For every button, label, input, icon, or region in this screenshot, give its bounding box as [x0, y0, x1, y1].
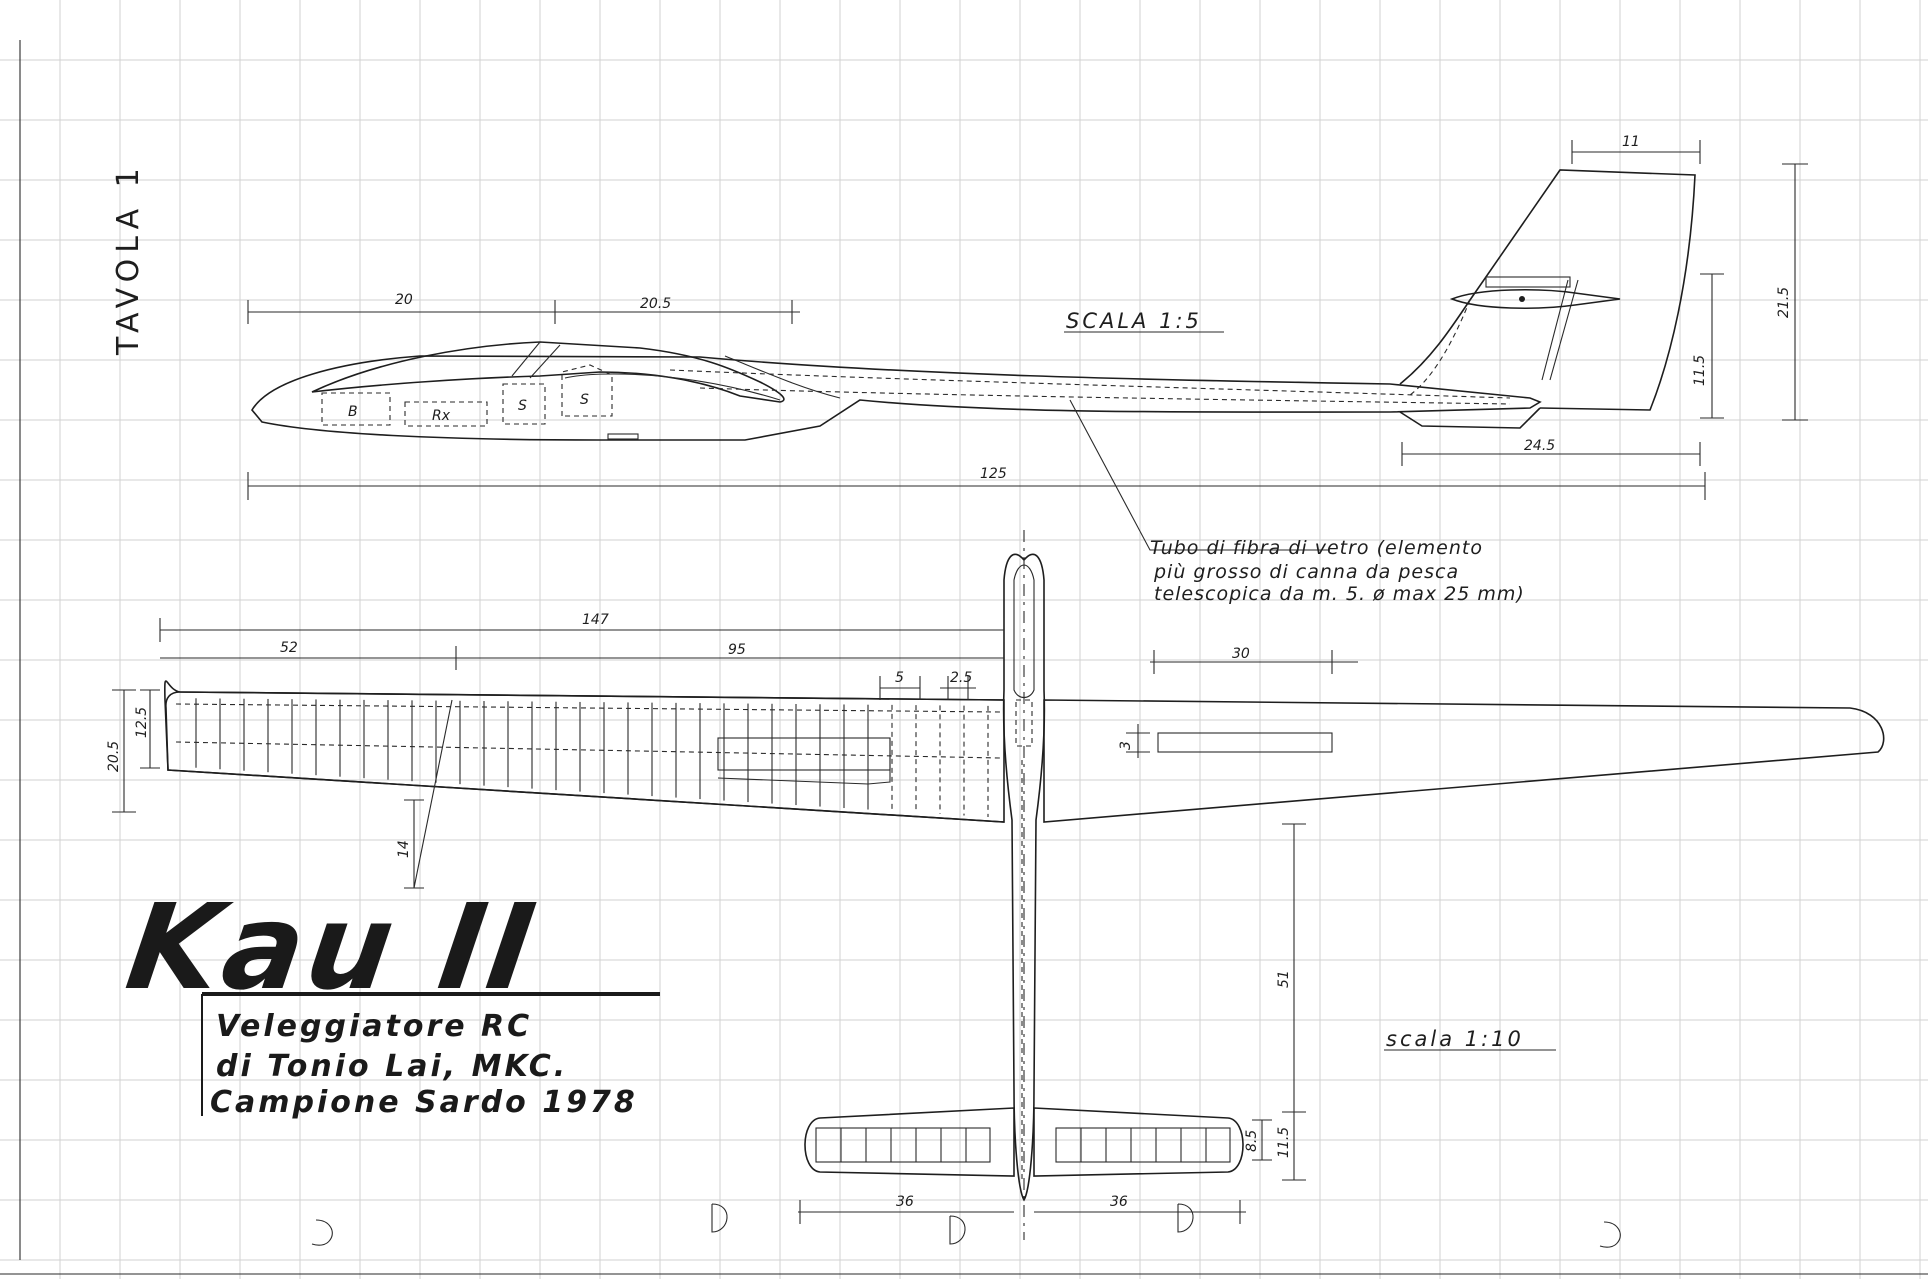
side-view: B Rx S S 20 20.5 125	[247, 134, 1808, 551]
dim-stab-right: 36	[1110, 1194, 1128, 1210]
fuselage-side-outline	[251, 355, 1542, 441]
dim-half-span: 147	[582, 612, 609, 628]
stab-left-ribs-frame	[815, 1127, 991, 1163]
dim-rudder: 11.5	[1692, 355, 1708, 386]
skid	[607, 433, 639, 440]
dim-cabin: 20.5	[640, 296, 671, 312]
canopy-plan	[1013, 564, 1035, 699]
right-spoiler	[1157, 732, 1333, 753]
title-line-1: Veleggiatore RC	[216, 1009, 532, 1044]
left-wing-spars	[175, 703, 1001, 759]
scale-plan-label: scala 1:10	[1386, 1027, 1524, 1051]
note-line-1: Tubo di fibra di vetro (elemento	[1150, 537, 1483, 559]
right-wing-outline	[1043, 699, 1885, 823]
dim-root-chord: 20.5	[106, 741, 122, 772]
dim-spoiler-width: 3	[1118, 741, 1134, 750]
stab-left	[804, 1107, 1015, 1177]
plan-dimensions: 147 52 95 5 2.5 30 3 20.5	[106, 612, 1358, 1224]
vertical-fin	[1399, 169, 1696, 411]
wing-root-fairing	[564, 373, 781, 401]
wing-root-line	[724, 355, 841, 399]
left-spoiler	[717, 737, 891, 771]
note-line-3: telescopica da m. 5. ø max 25 mm)	[1154, 583, 1525, 605]
left-aileron-line	[717, 738, 891, 785]
servo-compartment-2	[561, 364, 613, 417]
rudder-hinge	[1541, 279, 1579, 381]
dim-spar1: 5	[895, 670, 904, 686]
fin-top-fairing	[1485, 276, 1571, 288]
dim-elevator: 8.5	[1244, 1130, 1260, 1152]
battery-compartment	[321, 392, 391, 426]
dim-fin-height: 21.5	[1776, 287, 1792, 318]
left-wing-ribs	[195, 698, 989, 818]
receiver-compartment	[404, 401, 488, 427]
pushrod-upper	[669, 369, 1511, 399]
servo-compartment-1	[502, 383, 546, 425]
dim-dihedral: 14	[396, 840, 412, 858]
dim-tip-chord: 12.5	[134, 707, 150, 738]
title-line-2: di Tonio Lai, MKC.	[216, 1049, 568, 1084]
servo-label-2: S	[580, 392, 589, 408]
battery-label: B	[348, 404, 358, 420]
hole-marks	[311, 1203, 1621, 1248]
dim-stab-left: 36	[896, 1194, 914, 1210]
side-dimensions: 20 20.5 125 11 21.5 11.5 24.5	[247, 134, 1808, 500]
stabilizer-side	[1449, 288, 1621, 310]
canopy-frame	[511, 341, 541, 377]
dim-spar2: 2.5	[950, 670, 972, 686]
left-wing	[163, 680, 1005, 823]
pushrod-lower	[699, 387, 1511, 405]
stab-right-ribs-frame	[1055, 1127, 1231, 1163]
servo-label-1: S	[518, 398, 527, 414]
dim-tip-panel: 52	[280, 640, 298, 656]
left-wing-outline	[165, 691, 1005, 823]
title-line-3: Campione Sardo 1978	[210, 1085, 638, 1120]
stabilizer-pivot	[1519, 296, 1525, 302]
dim-length: 125	[980, 466, 1007, 482]
receiver-label: Rx	[432, 408, 451, 424]
stab-ribs	[840, 1128, 1207, 1162]
fin-pushrod	[1409, 299, 1471, 396]
tavola-label: TAVOLA 1	[111, 162, 146, 356]
note-line-2: più grosso di canna da pesca	[1153, 561, 1459, 583]
canopy-frame-2	[529, 344, 561, 379]
fuselage-bay-plan	[1015, 699, 1033, 747]
plan-view: 147 52 95 5 2.5 30 3 20.5	[106, 530, 1885, 1240]
note-leader	[1069, 399, 1330, 551]
dim-nose: 20	[395, 292, 413, 308]
dim-spoiler: 30	[1232, 646, 1250, 662]
stab-right	[1033, 1107, 1244, 1177]
dim-fin-top: 11	[1622, 134, 1640, 150]
title-block: Kau II Veleggiatore RC di Tonio Lai, MKC…	[119, 879, 660, 1120]
dim-tail-chord: 11.5	[1276, 1127, 1292, 1158]
dim-tail-arm: 51	[1276, 970, 1292, 988]
tube-note: Tubo di fibra di vetro (elemento più gro…	[1150, 537, 1525, 605]
fin-underside	[1399, 407, 1541, 429]
dim-fin-root: 24.5	[1524, 438, 1555, 454]
scale-side-label: SCALA 1:5	[1066, 309, 1202, 333]
dim-inner-panel: 95	[728, 642, 746, 658]
canopy	[311, 341, 785, 403]
